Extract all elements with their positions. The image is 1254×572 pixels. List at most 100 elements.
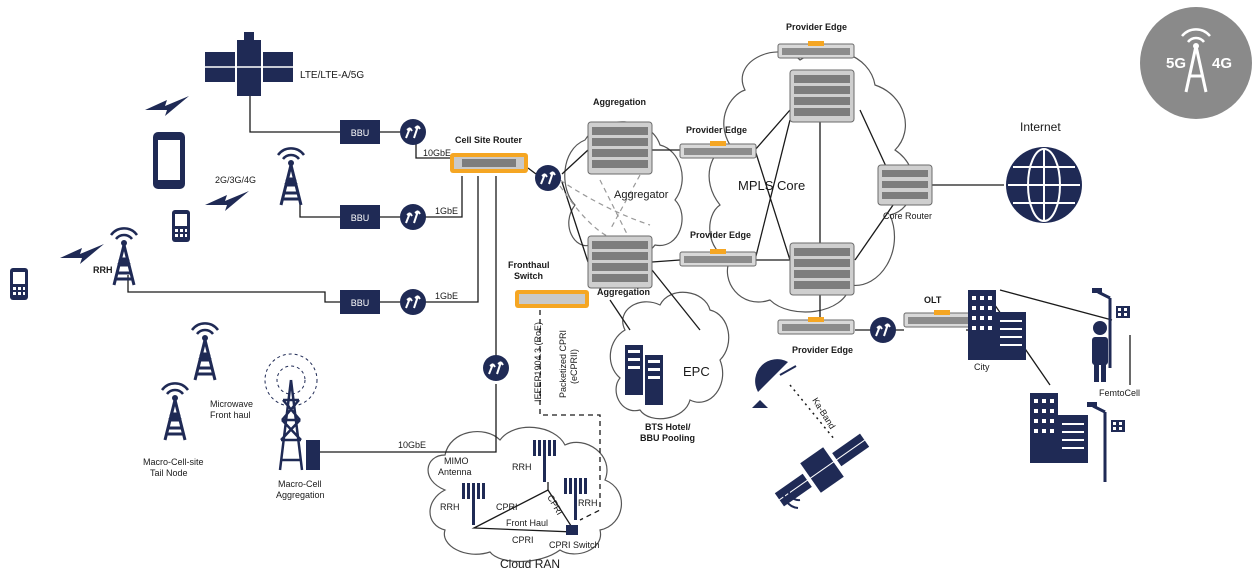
satellite-dish-icon (752, 359, 797, 408)
cloud-ran-label: Cloud RAN (500, 557, 560, 571)
bts-hotel-label: BTS Hotel/ BBU Pooling (640, 422, 695, 443)
link-1gbe-label: 1GbE (435, 291, 458, 301)
wireless-bolt-icon (205, 191, 249, 211)
macro-agg-line1: Macro-Cell (278, 479, 322, 489)
packetized-label: Packetized CPRI (eCPRII) (558, 327, 579, 398)
mobile-phone-icon (10, 268, 28, 300)
bbu-box-3: BBU (340, 290, 380, 314)
mpls-core-label: MPLS Core (738, 178, 805, 193)
macro-cell-aggregation-icon (264, 353, 320, 471)
microwave-tower-icon (190, 321, 220, 382)
aggregation-chassis-bottom (587, 235, 653, 289)
globe-icon (1006, 147, 1082, 223)
provider-edge-switch-low (679, 248, 757, 267)
bts-line2: BBU Pooling (640, 433, 695, 443)
cpri-switch-label: CPRI Switch (549, 540, 600, 550)
router-icon (869, 316, 897, 344)
ka-band-label: Ka-Band (810, 396, 837, 431)
provider-edge-label-top: Provider Edge (786, 22, 847, 32)
person-icon (1092, 321, 1108, 382)
link-1gbe-label: 1GbE (435, 206, 458, 216)
macro-agg-line2: Aggregation (276, 490, 325, 500)
mimo-line1: MIMO (444, 456, 469, 466)
satellite-signal-icon (782, 484, 801, 509)
fronthaul-line2: Switch (514, 271, 543, 281)
epc-label: EPC (683, 364, 710, 379)
fronthaul-switch-label: Fronthaul Switch (508, 260, 552, 281)
mobile-phone-icon (172, 210, 190, 242)
building-icon (1030, 393, 1088, 463)
aggregator-mesh (559, 174, 651, 241)
bbu-label: BBU (351, 298, 370, 308)
femtocell-label: FemtoCell (1099, 388, 1140, 398)
macro-tail-line2: Tail Node (150, 468, 188, 478)
aggregation-chassis-top (587, 121, 653, 175)
badge-5g-text: 5G (1166, 55, 1186, 72)
city-building-icon (968, 290, 1026, 360)
macro-aggregation-label: Macro-Cell Aggregation (276, 479, 325, 500)
router-icon (399, 203, 427, 231)
street-lamp-icon (1085, 400, 1127, 484)
provider-edge-label-mid: Provider Edge (686, 125, 747, 135)
provider-edge-label-low: Provider Edge (690, 230, 751, 240)
packetized-line1: Packetized CPRI (558, 330, 568, 398)
core-router (877, 164, 933, 206)
front-haul-label: Front Haul (506, 518, 548, 528)
packetized-line2: (eCPRII) (569, 349, 579, 384)
router-icon (399, 288, 427, 316)
macro-cell-tower-icon (160, 381, 190, 442)
provider-edge-switch-bottom (777, 316, 855, 335)
microwave-label-line2: Front haul (210, 410, 251, 420)
aggregator-label: Aggregator (614, 189, 669, 201)
aggregation-label-bottom: Aggregation (597, 287, 650, 297)
microwave-label: Microwave Front haul (210, 399, 256, 420)
g234-label: 2G/3G/4G (215, 175, 256, 185)
cell-tower-icon (276, 146, 306, 207)
mimo-label: MIMO Antenna (438, 456, 472, 477)
rrh-label-left: RRH (440, 502, 460, 512)
cell-site-router-label: Cell Site Router (455, 135, 523, 145)
lte-satellite-dish-icon (205, 32, 293, 96)
fronthaul-dashed-line (539, 310, 601, 521)
macro-tail-line1: Macro-Cell-site (143, 457, 204, 467)
badge-5g-4g: 5G 4G (1140, 7, 1252, 119)
cpri-label-left: CPRI (496, 502, 518, 512)
lte-label: LTE/LTE-A/5G (300, 70, 364, 81)
provider-edge-switch-top (777, 40, 855, 59)
router-icon (534, 164, 562, 192)
provider-edge-switch-mid (679, 140, 757, 159)
front-haul-triangle (471, 482, 577, 533)
fronthaul-switch (515, 290, 589, 308)
aggregation-label-top: Aggregation (593, 97, 646, 107)
cpri-label-bottom: CPRI (512, 535, 534, 545)
mpls-core-router-bottom (789, 242, 855, 296)
fronthaul-line1: Fronthaul (508, 260, 550, 270)
olt-label: OLT (924, 295, 942, 305)
bts-hotel-servers-icon (625, 345, 663, 405)
rrh-label-right: RRH (578, 498, 598, 508)
bbu-box-2: BBU (340, 205, 380, 229)
bbu-label: BBU (351, 128, 370, 138)
bbu-box-1: BBU (340, 120, 380, 144)
ieee-label: IEEEP1904.3 (RoE) (533, 322, 543, 402)
link-10gbe-label: 10GbE (423, 148, 451, 158)
cpri-switch-icon (566, 525, 578, 535)
mpls-core-router-top (789, 69, 855, 123)
rrh-tower-icon (109, 226, 139, 287)
wireless-bolt-icon (60, 244, 104, 264)
internet-label: Internet (1020, 120, 1061, 134)
smartphone-icon (153, 132, 185, 189)
bts-line1: BTS Hotel/ (645, 422, 691, 432)
microwave-label-line1: Microwave (210, 399, 253, 409)
rrh-label-top: RRH (512, 462, 532, 472)
router-icon (399, 118, 427, 146)
macro-tail-label: Macro-Cell-site Tail Node (143, 457, 206, 478)
bbu-label: BBU (351, 213, 370, 223)
router-icon (482, 354, 510, 382)
rrh-label: RRH (93, 265, 113, 275)
wireless-bolt-icon (145, 96, 189, 116)
link-10gbe-label: 10GbE (398, 440, 426, 450)
cell-site-router (450, 153, 528, 173)
mimo-line2: Antenna (438, 467, 472, 477)
